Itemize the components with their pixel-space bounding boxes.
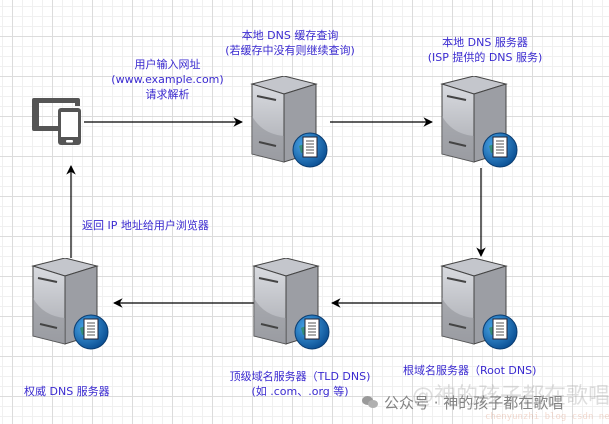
label-local-dns: 本地 DNS 服务器 (ISP 提供的 DNS 服务): [405, 35, 565, 65]
label-root-dns: 根域名服务器（Root DNS): [403, 363, 536, 378]
label-local-cache: 本地 DNS 缓存查询 (若缓存中没有则继续查询): [205, 28, 375, 58]
label-authoritative-dns: 权威 DNS 服务器: [24, 384, 110, 399]
label-tld-dns-line2: (如 .com、.org 等): [251, 385, 349, 398]
label-local-cache-line1: 本地 DNS 缓存查询: [241, 29, 339, 42]
server-authoritative-dns[interactable]: [31, 257, 111, 350]
label-client-request-line2: (www.example.com): [111, 73, 224, 86]
server-tld-dns[interactable]: [252, 257, 332, 350]
label-tld-dns-line1: 顶级域名服务器（TLD DNS): [229, 370, 371, 383]
label-local-dns-line1: 本地 DNS 服务器: [442, 36, 528, 49]
label-tld-dns: 顶级域名服务器（TLD DNS) (如 .com、.org 等): [215, 369, 385, 399]
devices-icon: [32, 98, 81, 145]
server-icon: [440, 257, 518, 350]
label-client-request-line3: 请求解析: [145, 88, 190, 101]
label-return-ip: 返回 IP 地址给用户浏览器: [82, 218, 209, 233]
server-icon: [440, 75, 518, 168]
server-root-dns[interactable]: [440, 257, 520, 350]
label-authoritative-dns-text: 权威 DNS 服务器: [24, 385, 110, 398]
label-root-dns-text: 根域名服务器（Root DNS): [403, 364, 537, 377]
label-local-dns-line2: (ISP 提供的 DNS 服务): [427, 51, 543, 64]
label-client-request: 用户输入网址 (www.example.com) 请求解析: [105, 57, 230, 102]
server-icon: [250, 75, 328, 168]
server-icon: [31, 257, 109, 350]
server-icon: [252, 257, 330, 350]
server-local-dns[interactable]: [440, 75, 520, 168]
label-return-ip-text: 返回 IP 地址给用户浏览器: [82, 219, 209, 232]
label-client-request-line1: 用户输入网址: [134, 58, 201, 71]
label-local-cache-line2: (若缓存中没有则继续查询): [225, 44, 355, 57]
server-local-cache[interactable]: [250, 75, 330, 168]
client-device[interactable]: [31, 96, 87, 150]
